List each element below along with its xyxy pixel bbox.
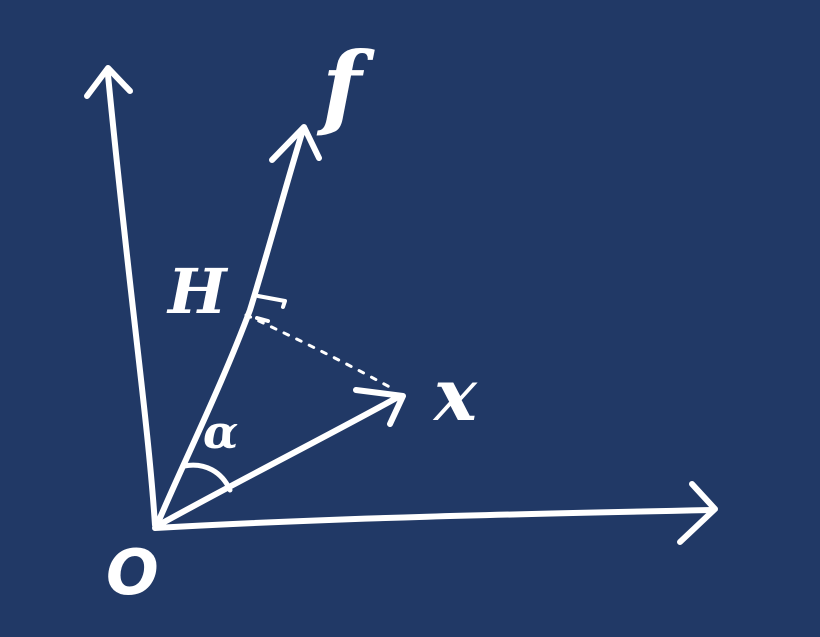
projection-line [244, 313, 397, 392]
horizontal-axis-arrowhead [677, 481, 718, 545]
label-vector-x: x [432, 352, 478, 437]
vertical-axis [105, 72, 158, 528]
horizontal-axis [152, 507, 715, 531]
vector-f-line [154, 130, 305, 528]
label-foot-point: H [166, 255, 229, 328]
label-vector-f: f [316, 32, 375, 140]
right-angle-mark [256, 294, 287, 309]
label-origin: O [106, 536, 159, 609]
vertical-axis-arrowhead [84, 65, 133, 99]
vector-x-line [154, 393, 403, 529]
angle-arc [181, 462, 233, 493]
vector-x-arrowhead [353, 387, 406, 427]
label-angle: α [203, 405, 238, 459]
vector-f-arrowhead [269, 124, 322, 163]
right-angle-mark-tick [255, 316, 270, 323]
